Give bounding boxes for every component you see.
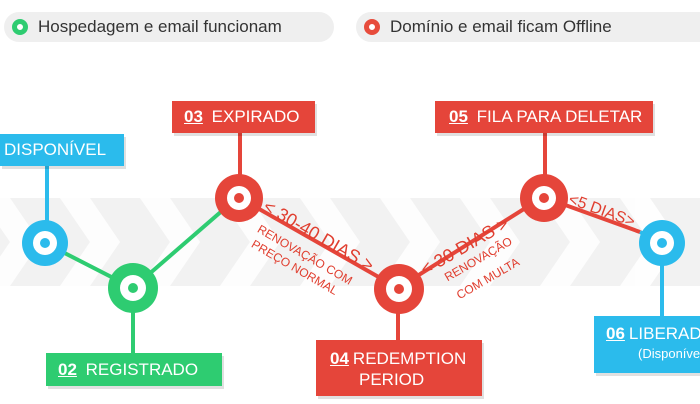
stage-2-text: REGISTRADO [85,360,199,379]
node-disponivel [22,220,68,266]
stage-label-disponivel: DISPONÍVEL [0,134,124,166]
legend-offline: Domínio e email ficam Offline [356,12,700,42]
stage-5-text: FILA PARA DELETAR [476,107,643,126]
green-circle-icon [12,19,28,35]
stage-4-number: 04 [330,349,349,368]
stage-5-number: 05 [449,107,468,126]
node-registrado [108,263,158,313]
stage-6-number: 06 [606,324,625,343]
node-fila-deletar [520,174,568,222]
node-liberado [639,220,685,266]
stage-1-text: DISPONÍVEL [4,140,107,159]
stage-label-registrado: 02 REGISTRADO [46,353,222,386]
stage-3-number: 03 [184,107,203,126]
stage-6-subtext: (Disponível) [638,346,700,361]
stage-2-number: 02 [58,360,77,379]
red-circle-icon [364,19,380,35]
legend-working-label: Hospedagem e email funcionam [38,17,282,36]
stage-4-text: REDEMPTION [352,349,467,368]
legend-offline-label: Domínio e email ficam Offline [390,17,612,36]
stage-3-text: EXPIRADO [211,107,300,126]
node-expirado [215,174,263,222]
node-redemption [374,264,424,314]
stage-6-text: LIBERADO [628,324,700,343]
stage-label-liberado: 06LIBERADO (Disponível) [594,316,700,373]
stage-label-fila-deletar: 05 FILA PARA DELETAR [435,101,653,133]
legend-working: Hospedagem e email funcionam [4,12,334,42]
stage-label-expirado: 03 EXPIRADO [172,101,315,133]
stage-4-text-line2: PERIOD [359,370,425,389]
